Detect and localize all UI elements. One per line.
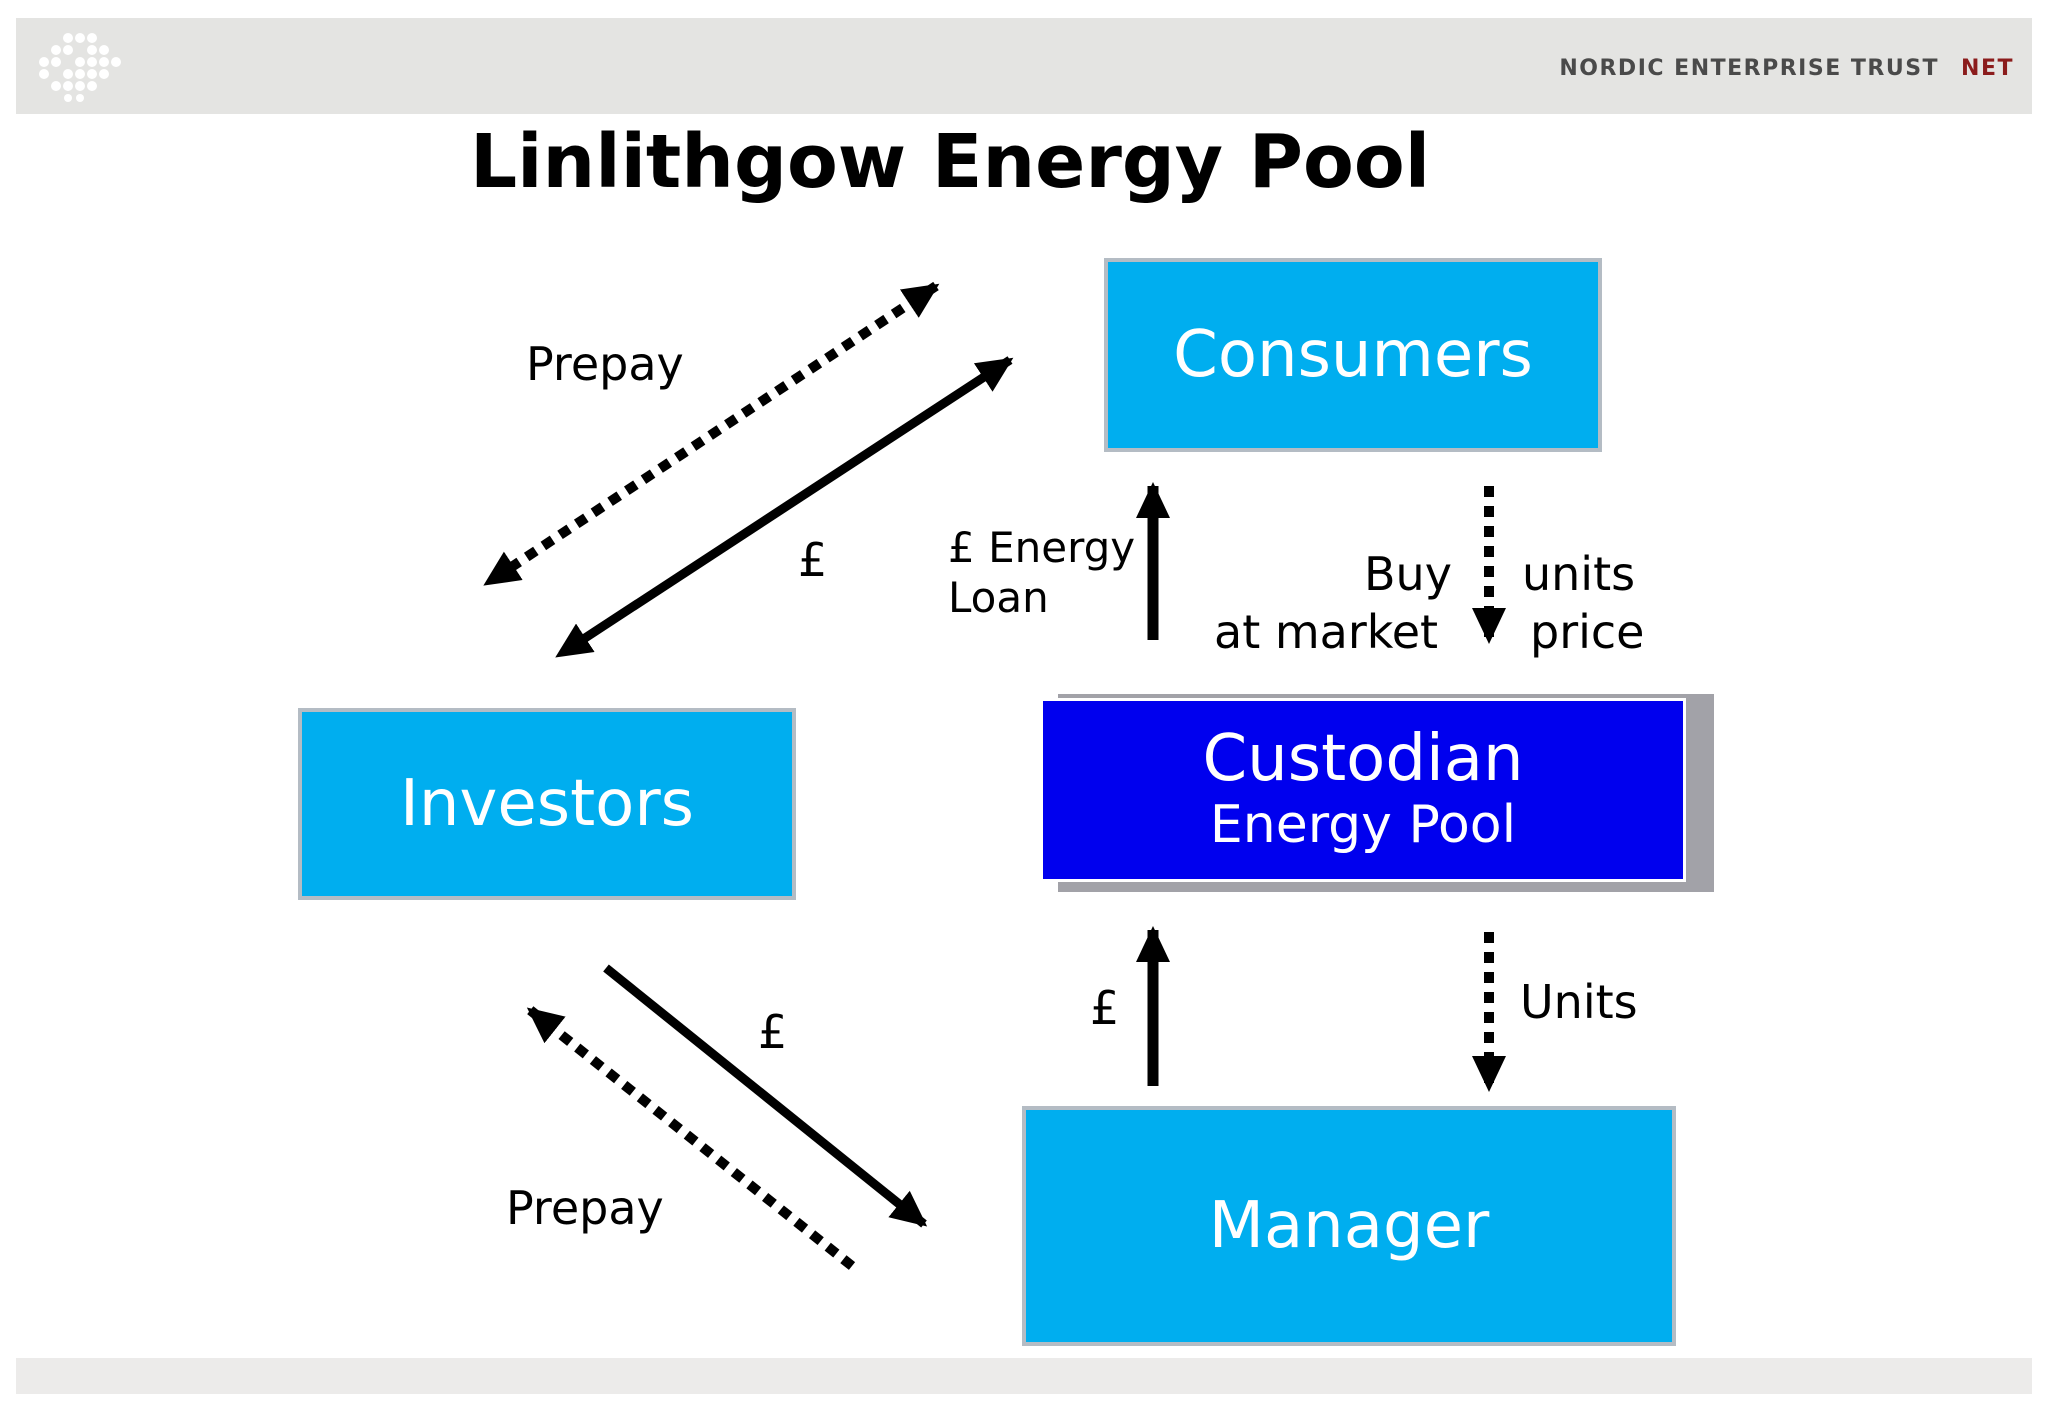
energy-loan-label-2: Loan xyxy=(948,573,1049,622)
energy-loan-label-1: £ Energy xyxy=(948,523,1136,572)
consumers-node: Consumers xyxy=(1104,258,1602,452)
investors-node: Investors xyxy=(298,708,796,900)
pound-bottom-arrow xyxy=(603,964,928,1228)
investors-label: Investors xyxy=(400,766,694,841)
units-label: units xyxy=(1522,547,1636,601)
prepay-bottom-label: Prepay xyxy=(506,1181,664,1235)
prepay-bottom-arrow xyxy=(526,1006,856,1270)
header-bar xyxy=(16,18,2032,114)
buy-label: Buy xyxy=(1364,547,1452,601)
units-manager-label: Units xyxy=(1520,975,1638,1029)
footer-bar xyxy=(16,1358,2032,1394)
prepay-top-label: Prepay xyxy=(526,337,684,391)
consumers-label: Consumers xyxy=(1173,317,1533,392)
pound-manager-label: £ xyxy=(1090,981,1120,1035)
pound-top-arrow xyxy=(555,356,1014,658)
pound-bottom-label: £ xyxy=(758,1005,788,1059)
manager-label: Manager xyxy=(1208,1188,1490,1263)
manager-node: Manager xyxy=(1022,1106,1676,1346)
prepay-top-arrow xyxy=(483,281,940,586)
brand-text: NORDIC ENTERPRISE TRUST NET xyxy=(1559,56,2014,86)
logo-icon xyxy=(39,33,121,102)
custodian-node: Custodian Energy Pool xyxy=(1040,698,1686,882)
custodian-sublabel: Energy Pool xyxy=(1209,795,1517,855)
brand-abbr: NET xyxy=(1961,56,2014,81)
custodian-label: Custodian xyxy=(1202,721,1524,796)
price-label: price xyxy=(1530,605,1645,659)
at-market-label: at market xyxy=(1214,605,1439,659)
brand-name: NORDIC ENTERPRISE TRUST xyxy=(1559,56,1940,81)
page-title: Linlithgow Energy Pool xyxy=(470,119,1431,205)
pound-top-label: £ xyxy=(798,533,828,587)
